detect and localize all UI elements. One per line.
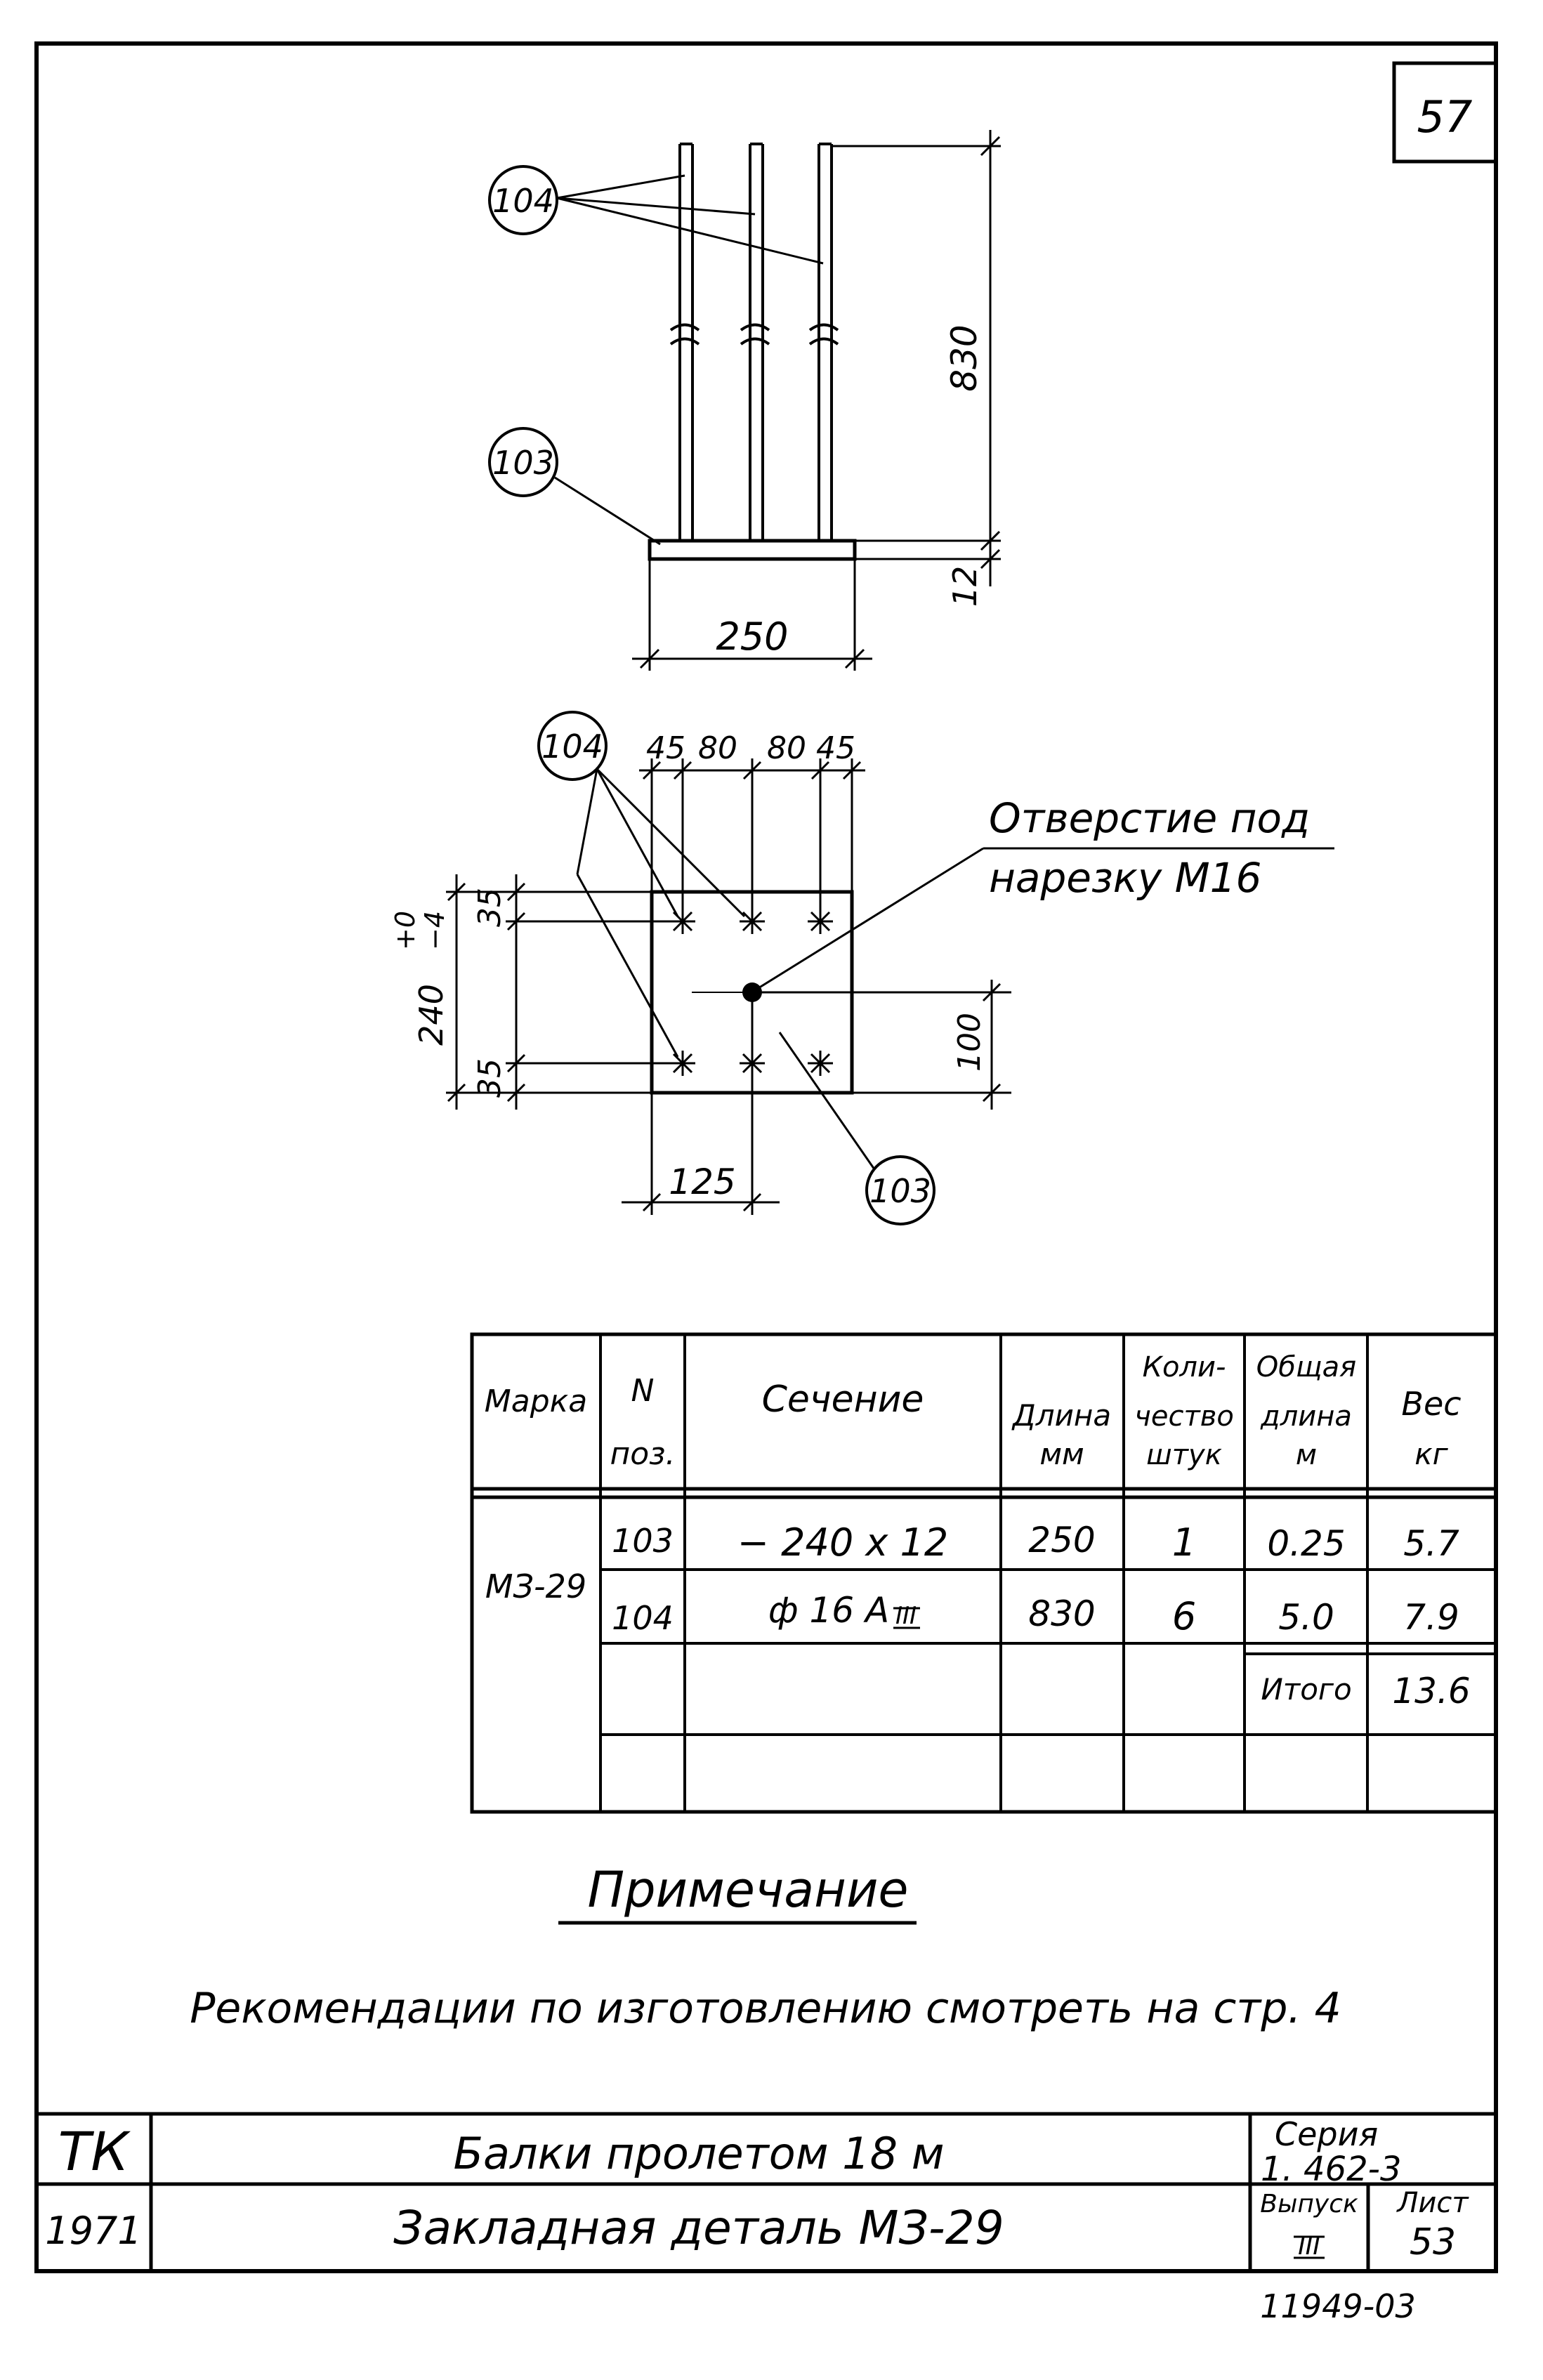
header-length-2: мм <box>1039 1437 1084 1471</box>
dim-top-1: 45 <box>646 730 685 766</box>
cell-section-class: III <box>895 1602 917 1630</box>
archive-number: 11949-03 <box>1260 2287 1415 2325</box>
header-qty-2: чество <box>1134 1400 1234 1433</box>
dimension-830 <box>832 130 1001 586</box>
org-code: ТК <box>58 2120 131 2183</box>
cell-section: ф 16 А <box>768 1590 889 1631</box>
callout-103: 103 <box>492 444 554 482</box>
cell-section: − 240 х 12 <box>737 1520 948 1565</box>
leader-lines <box>576 768 746 1058</box>
dim-top-3: 80 <box>767 730 806 766</box>
header-total-length-2: длина <box>1260 1400 1352 1433</box>
dim-side-1: 35 <box>472 888 508 927</box>
callout-104: 104 <box>492 182 554 220</box>
header-total-length-1: Общая <box>1256 1351 1356 1383</box>
page-number-box: 57 <box>1392 61 1498 164</box>
break-marks <box>669 323 839 346</box>
dim-250: 250 <box>716 614 788 659</box>
dimension-100 <box>762 980 1011 1110</box>
anchor-bar <box>818 143 833 541</box>
dim-overall: 240 <box>412 984 450 1046</box>
dim-830: 830 <box>944 324 985 391</box>
dimension-left <box>446 874 671 1110</box>
sheet-label: Лист <box>1396 2187 1469 2219</box>
header-qty-1: Коли- <box>1143 1351 1226 1383</box>
series-label: Серия <box>1275 2115 1378 2153</box>
callout-104-bubble <box>537 711 608 781</box>
base-plate <box>648 539 857 561</box>
issue-label: Выпуск <box>1260 2190 1358 2218</box>
page-number: 57 <box>1417 91 1473 143</box>
cell-length: 830 <box>1028 1593 1095 1634</box>
plan-view: 104 Отверстие под нарезку М16 103 <box>390 711 1334 1225</box>
dimension-125 <box>622 997 780 1215</box>
hole-note-line2: нарезку М16 <box>989 854 1261 902</box>
cell-weight: 5.7 <box>1403 1523 1459 1564</box>
dim-side-2: 35 <box>472 1058 508 1098</box>
dim-top-4: 45 <box>816 730 855 766</box>
header-weight-1: Вес <box>1401 1385 1461 1423</box>
header-pos-1: N <box>631 1373 655 1409</box>
cell-mark: МЗ-29 <box>485 1567 586 1605</box>
cell-weight: 7.9 <box>1403 1597 1459 1638</box>
title-line-2: Закладная деталь МЗ-29 <box>393 2201 1004 2255</box>
cell-length: 250 <box>1028 1520 1095 1560</box>
header-qty-3: штук <box>1146 1439 1222 1471</box>
drawing-frame <box>34 41 1498 2273</box>
dimension-top <box>639 758 865 913</box>
leader-lines <box>556 174 824 265</box>
cell-qty: 1 <box>1172 1520 1196 1565</box>
cell-pos: 104 <box>612 1599 674 1637</box>
header-section: Сечение <box>762 1379 924 1421</box>
dimension-250 <box>632 559 872 671</box>
header-weight-2: кг <box>1414 1437 1448 1471</box>
dim-125: 125 <box>669 1162 735 1202</box>
anchor-bar <box>678 143 694 541</box>
callout-103-plan: 103 <box>869 1172 931 1210</box>
cell-qty: 6 <box>1172 1594 1196 1638</box>
callout-104-plan: 104 <box>541 728 603 765</box>
header-pos-2: поз. <box>610 1436 675 1472</box>
year: 1971 <box>45 2209 141 2253</box>
header-total-length-3: м <box>1296 1439 1317 1471</box>
cell-total-length: 5.0 <box>1278 1597 1334 1638</box>
anchor-bar <box>749 143 764 541</box>
callout-103-bubble <box>865 1155 935 1225</box>
title-block: ТК 1971 Балки пролетом 18 м Закладная де… <box>37 2112 1496 2271</box>
total-value: 13.6 <box>1392 1671 1470 1711</box>
dim-tolerance-plus: +0 <box>390 911 421 950</box>
sheet-value: 53 <box>1410 2221 1456 2263</box>
hole-note-line1: Отверстие под <box>989 794 1310 842</box>
dim-top-2: 80 <box>698 730 737 766</box>
series-value: 1. 462-3 <box>1261 2150 1402 2189</box>
title-line-1: Балки пролетом 18 м <box>453 2128 944 2179</box>
callout-104-bubble <box>488 165 558 235</box>
spec-table: Марка N поз. Сечение Длина мм Коли- чест… <box>470 1332 1498 1814</box>
note-text: Рекомендации по изготовлению смотреть на… <box>190 1984 1341 2033</box>
dim-12: 12 <box>946 566 984 607</box>
callout-103-bubble <box>488 427 558 497</box>
header-length-1: Длина <box>1011 1398 1111 1433</box>
elevation-view: 104 103 830 12 250 <box>488 130 1001 671</box>
total-label: Итого <box>1261 1672 1351 1707</box>
dim-tolerance-minus: −4 <box>419 911 450 950</box>
dim-100: 100 <box>952 1013 987 1072</box>
cell-total-length: 0.25 <box>1267 1523 1345 1564</box>
note-title: Примечание <box>587 1861 908 1919</box>
cell-pos: 103 <box>612 1522 674 1560</box>
header-mark: Марка <box>485 1383 587 1419</box>
